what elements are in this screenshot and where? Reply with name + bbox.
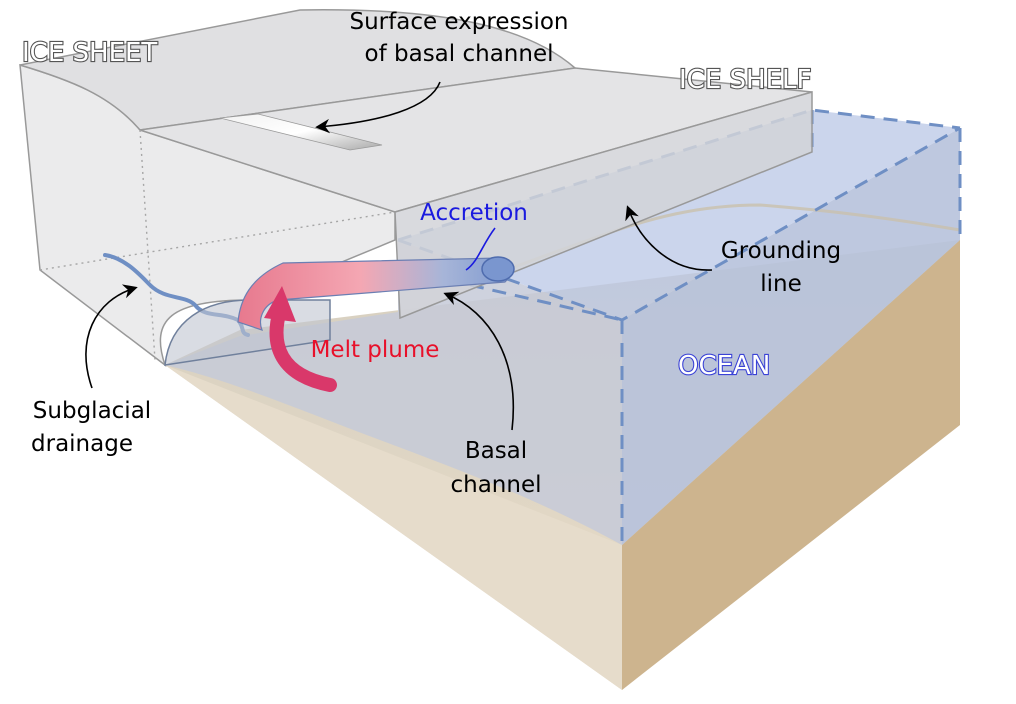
subglacial-drainage-label-line1: Subglacial: [33, 398, 151, 424]
ocean-volume: [165, 108, 962, 545]
ice-shelf-label: ICE SHELF: [679, 65, 811, 95]
sediment-side-face: [622, 240, 960, 690]
basal-channel-label-line2: channel: [450, 472, 541, 498]
surface-channel-trough: [219, 113, 383, 151]
accretion-label: Accretion: [420, 200, 528, 226]
sediment-front-face: [165, 365, 622, 690]
ocean-front-face: [165, 240, 622, 545]
ocean-side-face: [622, 128, 960, 545]
arrow-grounding-line: [625, 205, 713, 271]
grounding-line-label-line1: Grounding: [721, 238, 841, 264]
leader-arrows: [85, 81, 713, 431]
surface-expression-label-line1: Surface expression: [350, 9, 569, 35]
ice-sheet-label: ICE SHEET: [22, 38, 157, 68]
arrow-basal-channel: [443, 291, 514, 431]
surface-expression-label-line2: of basal channel: [365, 41, 554, 67]
grounding-line-label-line2: line: [760, 271, 802, 297]
ocean-top-face: [398, 110, 960, 320]
melt-plume-label: Melt plume: [311, 337, 440, 363]
basal-channel-mouth: [481, 256, 515, 282]
arrow-surface-expression: [315, 81, 441, 134]
arrow-subglacial-drainage: [85, 284, 138, 389]
ocean-label: OCEAN: [678, 351, 770, 381]
ice-sheet-top-surface: [19, 9, 577, 131]
melt-plume-arrow: [264, 286, 337, 392]
accretion-leader: [465, 227, 496, 271]
basal-channel-tube: [237, 256, 515, 331]
ice-body: [19, 9, 813, 368]
ice-hidden-edges: [39, 129, 396, 361]
basal-channel-label-line1: Basal: [465, 438, 527, 464]
subglacial-drainage-label-line2: drainage: [31, 431, 133, 457]
